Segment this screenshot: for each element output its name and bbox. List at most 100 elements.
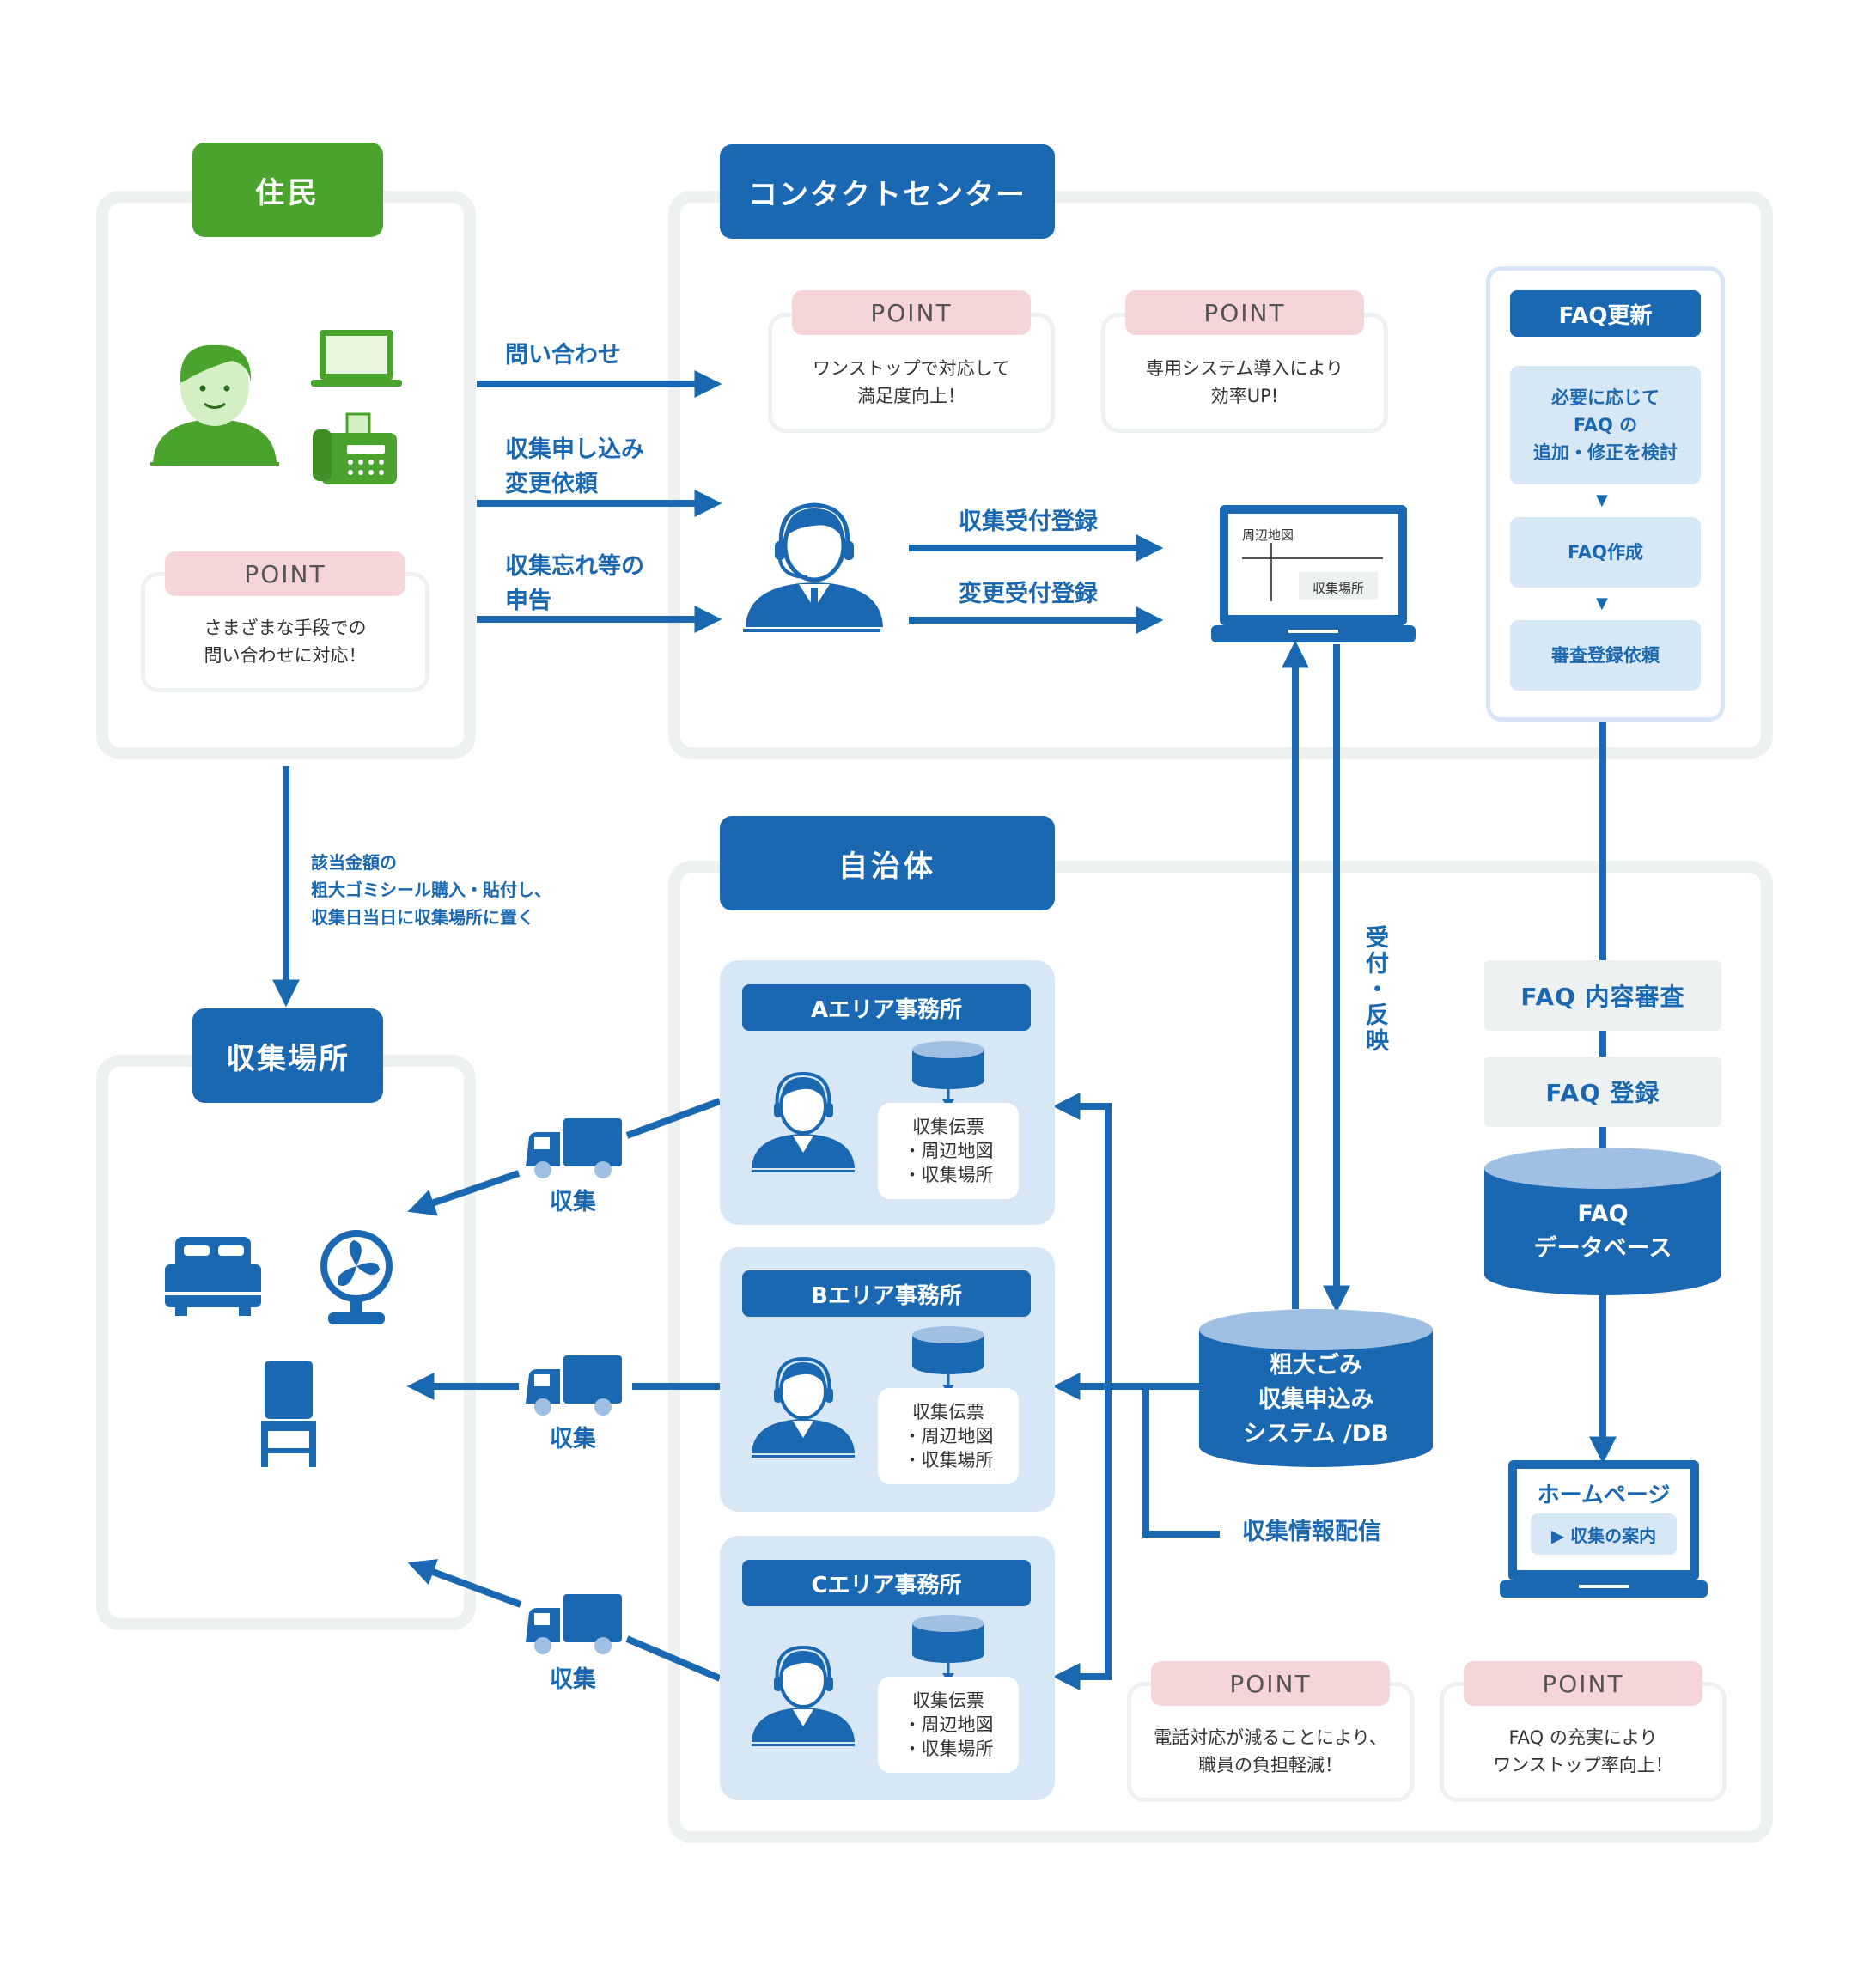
reception-char: 付 — [1366, 951, 1389, 977]
slip-line: 収集伝票 — [912, 1402, 984, 1422]
bed-icon — [165, 1237, 261, 1316]
application-label-1: 収集申し込み — [505, 436, 644, 463]
faq-down-icon-1: ▼ — [1596, 491, 1608, 509]
office-db-icon-a — [912, 1041, 984, 1108]
faq-step-text: FAQ の — [1573, 415, 1638, 435]
faq-step-text: 必要に応じて — [1551, 387, 1660, 408]
point-tag-onestop: POINT — [792, 290, 1031, 335]
point-text: 問い合わせに対応！ — [204, 645, 367, 666]
truck-icon-b — [526, 1355, 622, 1416]
point-text: 職員の負担軽減！ — [1198, 1755, 1343, 1775]
system-db-line: 粗大ごみ — [1270, 1352, 1362, 1379]
faq-register-step: FAQ 登録 — [1484, 1057, 1721, 1127]
office-operator-a — [752, 1071, 855, 1172]
slip-line: 収集伝票 — [912, 1117, 984, 1137]
resident-person-icon — [150, 344, 279, 466]
point-tag-staff: POINT — [1151, 1661, 1390, 1706]
reception-char: 映 — [1366, 1028, 1389, 1055]
contact-laptop-icon — [1211, 505, 1416, 642]
office-db-icon-c — [912, 1615, 984, 1682]
point-text: 効率UP! — [1210, 386, 1279, 406]
collect-arrow-c — [407, 1559, 522, 1608]
slip-line: ・周辺地図 — [903, 1141, 994, 1161]
inquiry-label: 問い合わせ — [505, 342, 621, 368]
resident-note-1: 該当金額の — [311, 852, 397, 873]
system-db-line: システム /DB — [1243, 1421, 1389, 1447]
point-text: 満足度向上！ — [856, 386, 965, 406]
office-title-a: Aエリア事務所 — [742, 984, 1031, 1031]
faq-db-text: FAQ データベース — [1484, 1197, 1721, 1266]
collect-label-a: 収集 — [550, 1189, 596, 1215]
pc-icon — [311, 330, 402, 387]
faq-db-line: FAQ — [1577, 1201, 1629, 1227]
resident-label: 住民 — [192, 143, 383, 237]
office-slip-b: 収集伝票 ・周辺地図 ・収集場所 — [878, 1388, 1019, 1484]
system-db-text: 粗大ごみ 収集申込み システム /DB — [1199, 1349, 1433, 1452]
collection-place-card — [96, 1055, 476, 1630]
point-tag-faq: POINT — [1464, 1661, 1702, 1706]
laptop-place-text: 収集場所 — [1312, 581, 1364, 596]
resident-note-3: 収集日当日に収集場所に置く — [311, 907, 534, 928]
reception-char: 受 — [1366, 925, 1389, 952]
homepage-title: ホームページ — [1537, 1483, 1671, 1508]
faq-update-title: FAQ更新 — [1510, 290, 1701, 337]
slip-line: ・収集場所 — [903, 1450, 994, 1471]
collect-label-b: 収集 — [550, 1426, 596, 1452]
fax-icon — [313, 412, 397, 484]
contact-center-label: コンタクトセンター — [720, 144, 1055, 239]
resident-note-2: 粗大ゴミシール購入・貼付し、 — [311, 880, 551, 900]
office-slip-c: 収集伝票 ・周辺地図 ・収集場所 — [878, 1677, 1019, 1773]
faq-down-icon-2: ▼ — [1596, 594, 1608, 612]
chair-icon — [261, 1361, 316, 1467]
collect-line-a — [625, 1098, 722, 1139]
slip-line: ・周辺地図 — [903, 1426, 994, 1446]
point-text: ワンストップで対応して — [813, 358, 1010, 379]
fan-icon — [320, 1230, 393, 1324]
office-title-c: Cエリア事務所 — [742, 1560, 1031, 1606]
slip-line: 収集伝票 — [912, 1690, 984, 1711]
point-tag-system: POINT — [1125, 290, 1364, 335]
office-title-b: Bエリア事務所 — [742, 1270, 1031, 1317]
system-db-icon — [1199, 1309, 1433, 1467]
application-label-2: 変更依頼 — [505, 471, 598, 497]
office-operator-b — [752, 1356, 855, 1458]
truck-icon-a — [526, 1118, 622, 1178]
slip-line: ・周辺地図 — [903, 1714, 994, 1735]
faq-step-request: 審査登録依頼 — [1510, 620, 1701, 691]
homepage-link[interactable]: ▶ 収集の案内 — [1531, 1513, 1677, 1555]
slip-line: ・収集場所 — [903, 1739, 994, 1759]
report-label-2: 申告 — [505, 588, 551, 614]
faq-step-consider: 必要に応じて FAQ の追加・修正を検討 — [1510, 366, 1701, 484]
point-text: ワンストップ率向上！ — [1493, 1755, 1673, 1775]
collect-arrow-a — [407, 1170, 521, 1216]
faq-review-step: FAQ 内容審査 — [1484, 960, 1721, 1031]
report-label-1: 収集忘れ等の — [505, 553, 644, 580]
operator-icon — [743, 502, 883, 632]
point-tag-resident: POINT — [165, 551, 405, 596]
collection-place-label: 収集場所 — [192, 1008, 383, 1103]
collect-label-c: 収集 — [550, 1666, 596, 1693]
delivery-label: 収集情報配信 — [1242, 1519, 1381, 1545]
faq-step-text: 追加・修正を検討 — [1533, 442, 1678, 463]
faq-db-icon — [1484, 1148, 1721, 1295]
faq-step-create: FAQ作成 — [1510, 517, 1701, 588]
collect-line-c — [625, 1635, 722, 1682]
faq-db-line: データベース — [1533, 1235, 1672, 1262]
system-db-line: 収集申込み — [1258, 1386, 1374, 1413]
point-text: さまざまな手段での — [204, 618, 367, 638]
registration-label-2: 変更受付登録 — [959, 581, 1098, 607]
truck-icon-c — [526, 1594, 622, 1654]
point-text: 電話対応が減ることにより、 — [1154, 1727, 1387, 1748]
reception-char: 反 — [1366, 1002, 1389, 1029]
point-text: FAQ の充実により — [1508, 1727, 1658, 1748]
delivery-line — [1142, 1386, 1220, 1538]
point-text: 専用システム導入により — [1146, 358, 1343, 379]
office-slip-a: 収集伝票 ・周辺地図 ・収集場所 — [878, 1103, 1019, 1199]
laptop-map-text: 周辺地図 — [1242, 527, 1294, 543]
office-operator-c — [752, 1645, 855, 1746]
registration-label-1: 収集受付登録 — [959, 508, 1098, 535]
reception-char: ・ — [1366, 977, 1389, 1003]
municipality-label: 自治体 — [720, 816, 1055, 910]
office-db-icon-b — [912, 1326, 984, 1393]
